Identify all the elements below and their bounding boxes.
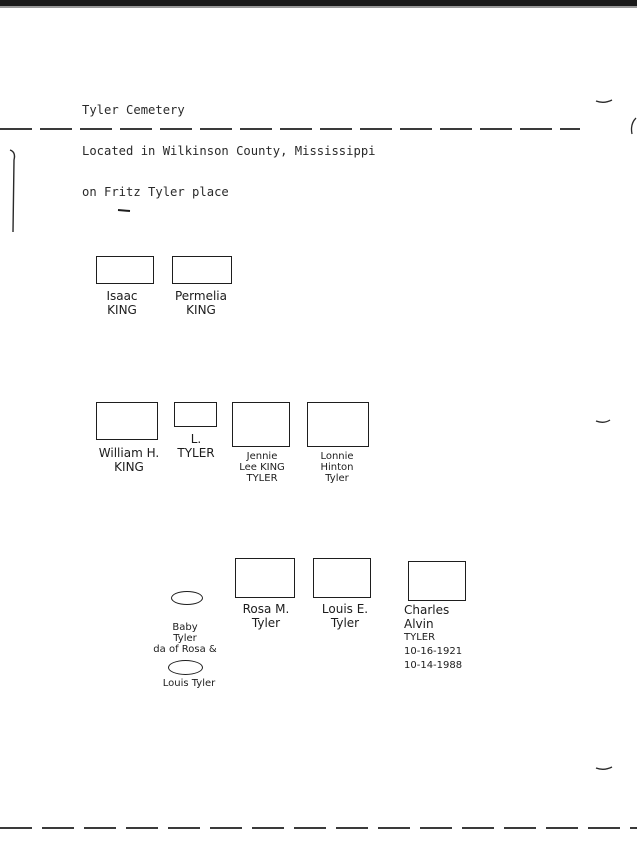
grave-isaac-king (96, 256, 154, 284)
permelia-last-name: KING (186, 303, 216, 317)
charles-death-date: 10-14-1988 (404, 660, 463, 671)
label-lonnie-tyler: Lonnie Hinton Tyler (303, 451, 371, 484)
grave-lonnie-tyler (307, 402, 369, 447)
label-permelia-king: Permelia KING (168, 289, 234, 317)
right-edge-mark-bottom (595, 766, 613, 770)
label-william-king: William H. KING (92, 446, 166, 474)
baby-father: Louis Tyler (162, 678, 216, 689)
document-header: Tyler Cemetery Located in Wilkinson Coun… (82, 77, 376, 213)
label-louis-tyler-parent: Louis Tyler (148, 678, 230, 689)
rosa-surname: Tyler (251, 616, 281, 630)
right-edge-mark-top (595, 99, 613, 103)
label-louis-tyler: Louis E. Tyler (311, 602, 379, 630)
isaac-first-name: Isaac (106, 289, 138, 303)
louis-name: Louis E. (321, 602, 369, 616)
cemetery-place: on Fritz Tyler place (82, 184, 229, 199)
top-border-bar (0, 0, 637, 6)
label-jennie-tyler: Jennie Lee KING TYLER (228, 451, 296, 484)
charles-first: Charles (404, 603, 450, 617)
charles-birth-date: 10-16-1921 (404, 646, 463, 657)
charles-surname: TYLER (404, 632, 436, 643)
grave-l-tyler (174, 402, 217, 427)
right-edge-bracket (630, 117, 637, 135)
isaac-last-name: KING (107, 303, 137, 317)
william-name: William H. (98, 446, 160, 460)
lonnie-name: Lonnie (320, 451, 354, 462)
l-surname: TYLER (177, 446, 215, 460)
label-l-tyler: L. TYLER (172, 432, 220, 460)
charles-middle: Alvin (404, 617, 434, 631)
label-charles-tyler: Charles Alvin TYLER 10-16-1921 10-14-198… (404, 603, 476, 673)
jennie-maiden: Lee KING (239, 462, 285, 473)
top-border-shadow (0, 6, 637, 8)
lonnie-middle: Hinton (320, 462, 354, 473)
left-bracket-mark (9, 149, 16, 233)
right-edge-mark-middle (595, 419, 611, 423)
label-isaac-king: Isaac KING (92, 289, 152, 317)
label-rosa-tyler: Rosa M. Tyler (233, 602, 299, 630)
jennie-name: Jennie (246, 451, 278, 462)
grave-jennie-tyler (232, 402, 290, 447)
jennie-surname: TYLER (246, 473, 278, 484)
grave-baby-second-oval (168, 660, 203, 675)
rosa-name: Rosa M. (242, 602, 290, 616)
grave-charles-tyler (408, 561, 466, 601)
grave-william-king (96, 402, 158, 440)
baby-surname: Tyler (173, 633, 197, 644)
baby-parentage: da of Rosa & (153, 644, 217, 655)
cemetery-title: Tyler Cemetery (82, 103, 185, 118)
stray-mark (117, 209, 131, 212)
label-baby-tyler: Baby Tyler da of Rosa & (140, 622, 230, 655)
grave-rosa-tyler (235, 558, 295, 598)
permelia-first-name: Permelia (174, 289, 227, 303)
lonnie-surname: Tyler (325, 473, 349, 484)
william-surname: KING (114, 460, 144, 474)
l-initial: L. (190, 432, 202, 446)
baby-label: Baby (172, 622, 198, 633)
louis-surname: Tyler (330, 616, 360, 630)
grave-baby-tyler-oval (171, 591, 203, 605)
grave-permelia-king (172, 256, 232, 284)
cemetery-location: Located in Wilkinson County, Mississippi (82, 143, 376, 158)
grave-louis-tyler (313, 558, 371, 598)
